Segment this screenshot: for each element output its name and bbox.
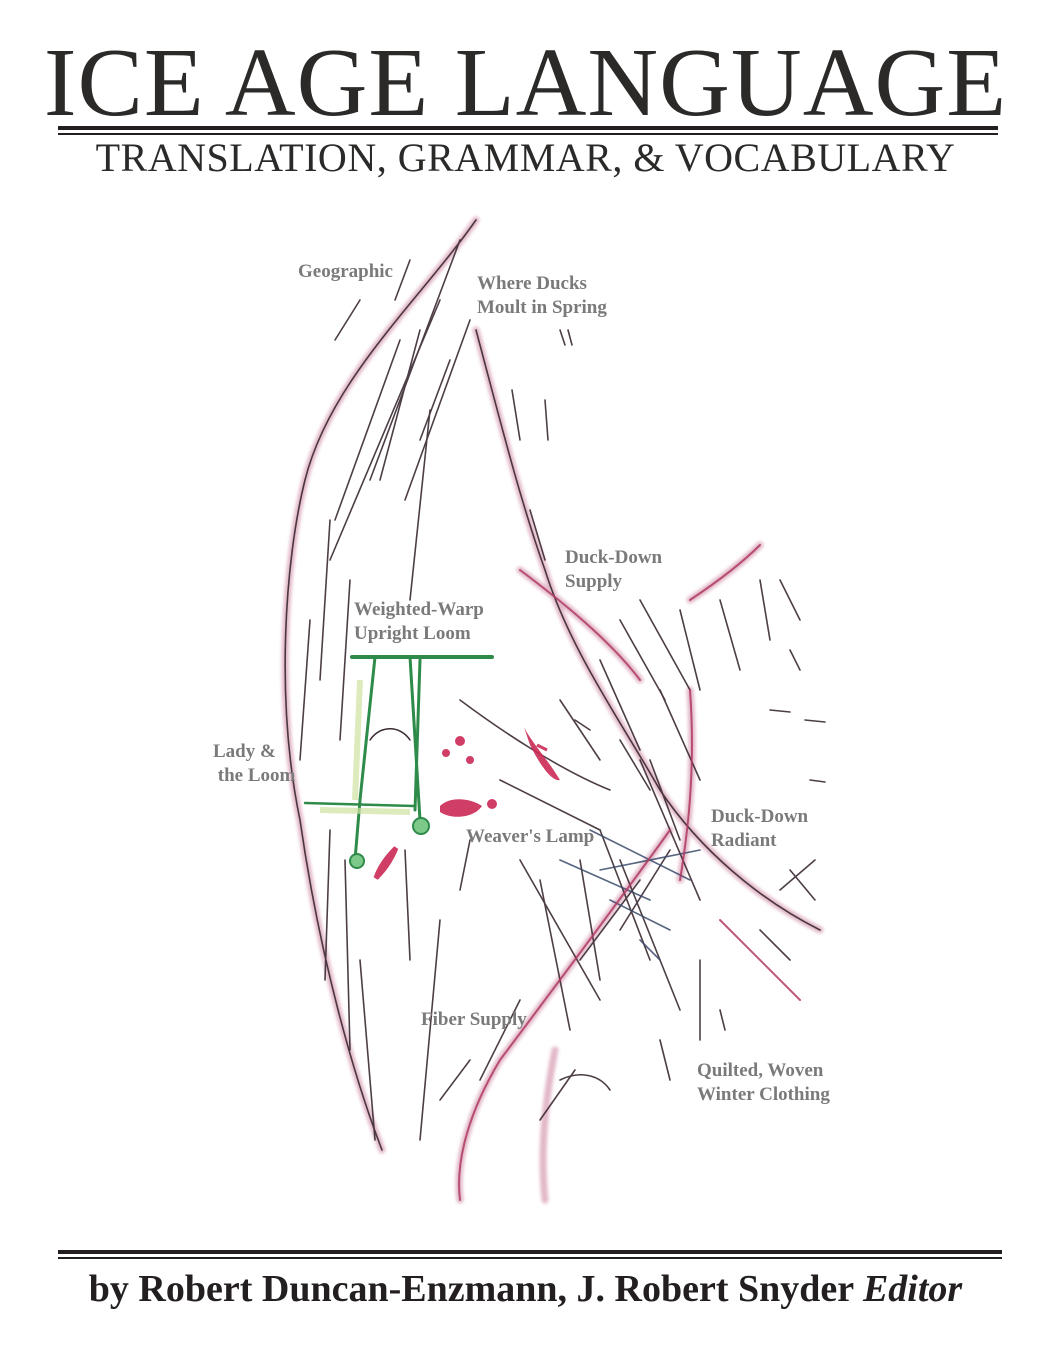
label-where-ducks-line1: Where Ducks [477, 273, 587, 294]
ink-strokes [284, 219, 826, 1151]
label-clothing-line1: Quilted, Woven [697, 1060, 824, 1081]
label-duck-down-supply-line1: Duck-Down [565, 547, 663, 568]
pink-strokes [458, 544, 801, 1201]
byline-rule-thick [58, 1250, 1002, 1254]
title-rule-thick [58, 126, 998, 130]
label-lady-line2: the Loom [213, 765, 296, 786]
label-loom-line1: Weighted-Warp [354, 599, 484, 620]
title-rule-thin [58, 133, 998, 135]
pink-outline-strokes [281, 216, 824, 1204]
loom-weight [349, 853, 365, 869]
label-fiber-supply: Fiber Supply [421, 1009, 527, 1030]
label-where-ducks-line2: Moult in Spring [477, 297, 607, 318]
label-weavers-lamp: Weaver's Lamp [466, 826, 595, 847]
label-duck-down-supply-line2: Supply [565, 571, 623, 592]
label-geographic: Geographic [298, 261, 393, 282]
book-subtitle: TRANSLATION, GRAMMAR, & VOCABULARY [95, 135, 956, 180]
label-lady-line1: Lady & [213, 741, 276, 762]
label-duck-down-radiant-line1: Duck-Down [711, 806, 809, 827]
byline-authors: by Robert Duncan-Enzmann, J. Robert Snyd… [88, 1268, 854, 1310]
byline: by Robert Duncan-Enzmann, J. Robert Snyd… [0, 1266, 1051, 1312]
label-loom-line2: Upright Loom [354, 623, 471, 644]
loom-faint-fill [319, 679, 411, 815]
byline-rule-thin [58, 1257, 1002, 1259]
loom-drawing [303, 655, 494, 862]
label-clothing-line2: Winter Clothing [697, 1084, 830, 1105]
red-marks [373, 727, 560, 880]
label-duck-down-radiant-line2: Radiant [711, 830, 777, 851]
book-title: ICE AGE LANGUAGE [43, 29, 1008, 137]
loom-weight [412, 817, 430, 835]
byline-editor-label: Editor [862, 1268, 963, 1310]
